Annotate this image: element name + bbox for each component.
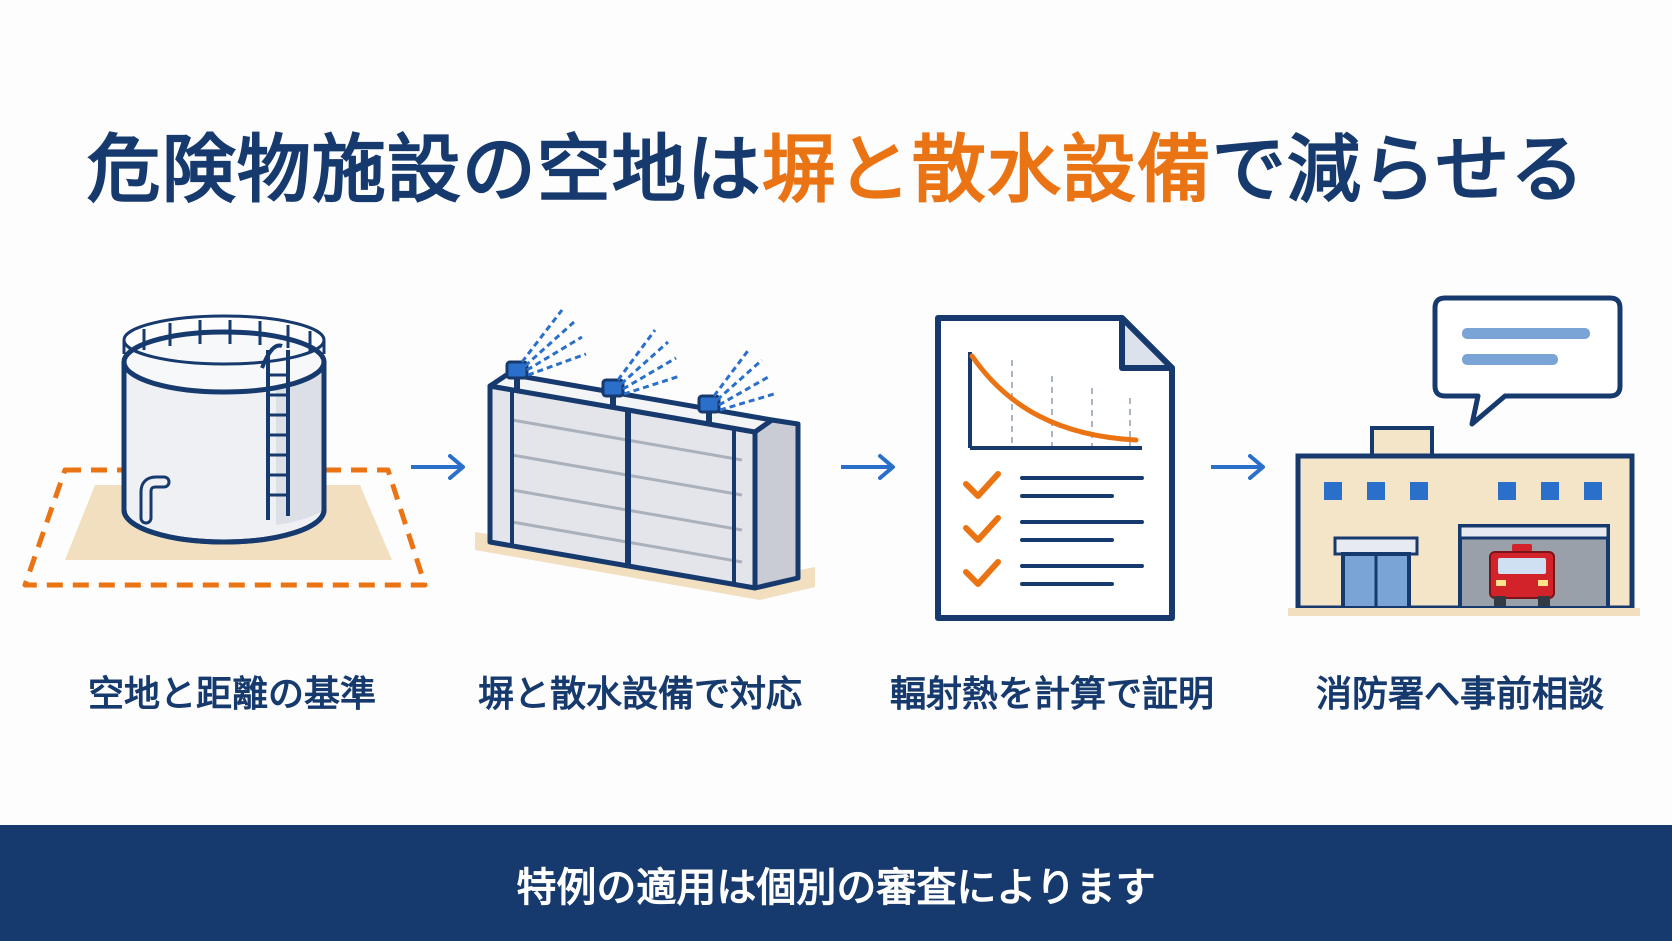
step-label-2: 塀と散水設備で対応 (477, 674, 802, 715)
page-title: 危険物施設の空地は塀と散水設備で減らせる (0, 110, 1672, 217)
arrow-right-icon (841, 454, 895, 480)
wall-sprinkler-icon (475, 309, 815, 600)
step-label-3: 輻射熱を計算で証明 (889, 674, 1214, 715)
title-part-1: 危険物施設の空地は (86, 127, 762, 213)
arrow-right-icon (411, 454, 465, 480)
calculation-document-icon (935, 315, 1175, 621)
title-part-2: で減らせる (1211, 127, 1586, 213)
title-highlight: 塀と散水設備 (761, 127, 1212, 213)
step-label-4: 消防署へ事前相談 (1315, 674, 1604, 715)
arrow-right-icon (1211, 454, 1265, 480)
footer-bar: 特例の適用は個別の審査によります (0, 825, 1672, 941)
fire-station-icon (1288, 295, 1640, 616)
footer-note: 特例の適用は個別の審査によります (516, 865, 1156, 911)
storage-tank-icon (22, 314, 428, 588)
step-label-1: 空地と距離の基準 (87, 674, 376, 715)
